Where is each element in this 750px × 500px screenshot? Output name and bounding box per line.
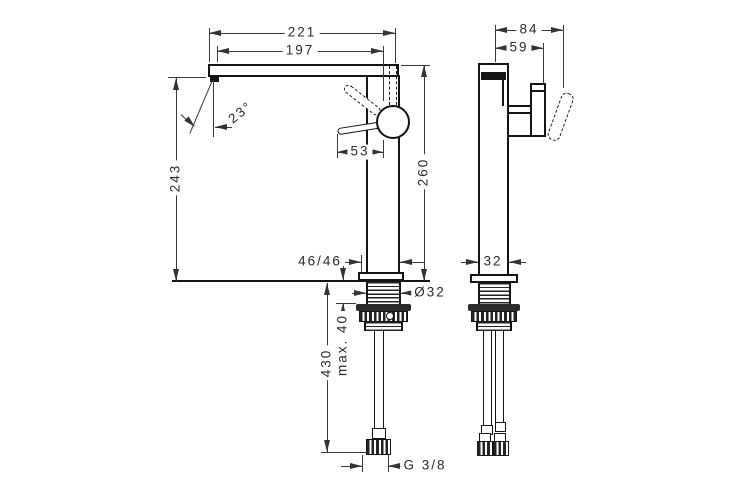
front-washer — [356, 304, 411, 311]
front-aerator-tip — [210, 76, 219, 82]
dim-221-arrowhead-left — [209, 29, 221, 36]
dim-243-label: 243 — [168, 160, 184, 196]
dim-221-label: 221 — [284, 25, 320, 41]
side-lever-cap-line — [531, 90, 545, 92]
dim-32-label: 32 — [483, 253, 503, 269]
dim-max40-label: max. 40 — [335, 310, 351, 380]
dim-max40-ext-bottom — [336, 303, 356, 304]
dim-243-ext-top — [168, 77, 206, 78]
side-spout-outlet-band — [481, 72, 506, 80]
front-threaded-shank — [366, 282, 401, 304]
front-spout-bar — [208, 64, 399, 77]
dim-4646-arrowhead-left — [349, 258, 361, 265]
front-handle-pivot — [376, 105, 410, 139]
dim-84-ext-left — [495, 25, 496, 62]
dim-32-arrowhead-right — [509, 258, 521, 265]
dim-197-label: 197 — [282, 43, 318, 59]
side-washer — [468, 304, 520, 311]
dim-84-ext-right — [563, 25, 564, 88]
dim-430-label: 430 — [319, 345, 335, 381]
dim-84-arrowhead-right — [551, 26, 563, 33]
front-nut-screw — [386, 312, 394, 320]
dim-dia32-arrowhead-left — [354, 289, 366, 296]
side-base-flange — [470, 274, 518, 283]
side-hose-connector-2 — [493, 441, 509, 456]
dim-53-arrowhead-right — [371, 148, 383, 155]
dim-max40-arrowhead-top — [339, 268, 346, 280]
dim-197-ext-left — [217, 46, 218, 62]
dim-59-arrowhead-left — [495, 44, 507, 51]
dim-g38-arrowhead-right — [388, 462, 400, 469]
side-lever-handle — [530, 83, 546, 137]
front-lower-thread — [364, 322, 403, 331]
side-hose-connector-1 — [477, 441, 493, 456]
dim-23deg-label: 23° — [225, 98, 256, 127]
front-counter-line — [172, 280, 430, 282]
dim-32-arrowhead-left — [466, 258, 478, 265]
dim-430-ext-bottom — [321, 452, 367, 453]
side-hub-joint-line — [508, 112, 532, 114]
side-threaded-shank — [478, 283, 511, 304]
side-lower-thread — [476, 322, 512, 331]
dim-197-arrowhead-right — [371, 47, 383, 54]
dim-4646-label: 46/46 — [295, 254, 345, 270]
front-supply-hose — [374, 331, 384, 428]
dim-197-ext-right — [383, 46, 384, 101]
dim-243-arrowhead-top — [172, 78, 179, 90]
dim-max40-arrowhead-bottom — [339, 303, 346, 315]
dim-84-arrowhead-left — [495, 26, 507, 33]
dim-59-label: 59 — [506, 40, 532, 56]
front-hose-connector — [366, 439, 391, 455]
dim-221-arrowhead-right — [383, 29, 395, 36]
dim-260-arrowhead-bottom — [420, 269, 427, 281]
side-supply-hose-2 — [495, 331, 504, 427]
dim-221-ext-right — [395, 28, 396, 63]
dim-260-label: 260 — [416, 154, 432, 190]
dim-4646-shaft-right — [400, 262, 424, 263]
dim-59-arrowhead-right — [531, 44, 543, 51]
dim-243-arrowhead-bottom — [172, 269, 179, 281]
dim-4646-arrowhead-right — [400, 258, 412, 265]
side-hose-adapter-2 — [495, 422, 506, 432]
dim-53-arrowhead-left — [337, 148, 349, 155]
side-body-inner-line — [502, 80, 504, 106]
dim-g38-ext-left — [362, 455, 363, 472]
dim-53-ext-left — [337, 134, 338, 158]
dim-59-ext-right — [543, 43, 544, 84]
dim-260-arrowhead-top — [420, 65, 427, 77]
dim-dia32-arrowhead-right — [401, 289, 413, 296]
angle-reference-line — [213, 80, 214, 137]
dim-g38-label: G 3/8 — [400, 458, 450, 474]
dim-g38-arrowhead-left — [350, 462, 362, 469]
dim-260-ext-top — [401, 65, 430, 66]
side-lever-dashed-position — [546, 91, 576, 143]
front-mounting-nut — [359, 311, 408, 322]
dim-53-ext-right — [383, 140, 384, 158]
front-hose-adapter — [372, 428, 386, 439]
dim-197-arrowhead-left — [217, 47, 229, 54]
dim-dia32-label: Ø32 — [411, 285, 449, 301]
dim-84-label: 84 — [516, 22, 542, 38]
dim-4646-ext-left — [361, 255, 362, 273]
dim-53-label: 53 — [347, 144, 373, 160]
dim-430-arrowhead-bottom — [323, 440, 330, 452]
angle-arrowhead — [215, 123, 227, 130]
side-supply-hose-1 — [483, 331, 492, 427]
front-handle-stem-dashed-line-1 — [389, 66, 390, 105]
front-handle-stem-dashed-line-2 — [396, 66, 397, 105]
side-mounting-nut — [471, 311, 517, 322]
side-body-column — [478, 63, 509, 276]
dim-430-arrowhead-top — [323, 283, 330, 295]
dim-221-ext-left — [209, 28, 210, 62]
